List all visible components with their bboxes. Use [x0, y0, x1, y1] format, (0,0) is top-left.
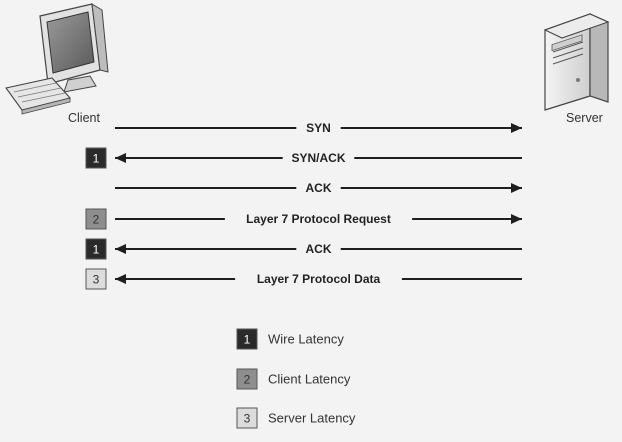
client-label: Client	[68, 111, 100, 125]
latency-badge-number: 2	[93, 213, 100, 227]
arrowhead-left-icon	[115, 153, 126, 163]
legend-label: Server Latency	[268, 411, 356, 426]
legend-number: 2	[244, 373, 251, 387]
latency-badge	[85, 238, 107, 260]
message-label: Layer 7 Protocol Request	[246, 212, 391, 226]
latency-badge	[85, 208, 107, 230]
latency-badge	[85, 147, 107, 169]
legend-label: Wire Latency	[268, 332, 344, 347]
legend-item: 1 Wire Latency	[236, 328, 344, 350]
message-label: ACK	[306, 181, 332, 195]
message-label: SYN/ACK	[291, 151, 345, 165]
legend-item: 2 Client Latency	[236, 368, 351, 390]
server-tower-icon	[543, 13, 610, 111]
legend-number: 3	[244, 412, 251, 426]
message-label: ACK	[306, 242, 332, 256]
latency-badge-number: 3	[93, 273, 100, 287]
arrowhead-right-icon	[511, 183, 522, 193]
legend-number: 1	[244, 333, 251, 347]
latency-badge-number: 1	[93, 243, 100, 257]
latency-badge-number: 1	[93, 152, 100, 166]
message-label: SYN	[306, 121, 331, 135]
server-label: Server	[566, 111, 603, 125]
message-row: Layer 7 Protocol Data 3	[85, 268, 522, 290]
arrowhead-right-icon	[511, 214, 522, 224]
legend-label: Client Latency	[268, 372, 351, 387]
latency-legend: 1 Wire Latency 2 Client Latency 3 Server Late…	[236, 328, 356, 429]
arrowhead-left-icon	[115, 274, 126, 284]
message-row: ACK	[115, 181, 522, 195]
latency-badge	[85, 268, 107, 290]
client-computer-icon	[5, 3, 109, 115]
legend-item: 3 Server Latency	[236, 407, 356, 429]
arrowhead-left-icon	[115, 244, 126, 254]
message-row: SYN	[115, 121, 522, 135]
legend-swatch	[236, 368, 258, 390]
message-row: SYN/ACK 1	[85, 147, 522, 169]
message-label: Layer 7 Protocol Data	[257, 272, 381, 286]
legend-swatch	[236, 328, 258, 350]
message-row: Layer 7 Protocol Request 2	[85, 208, 522, 230]
message-row: ACK 1	[85, 238, 522, 260]
arrowhead-right-icon	[511, 123, 522, 133]
legend-swatch	[236, 407, 258, 429]
